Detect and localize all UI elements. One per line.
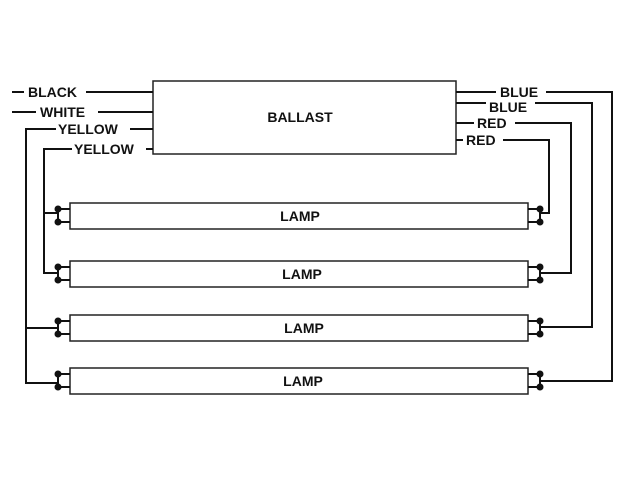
lamp-4: LAMP	[54, 367, 544, 395]
jumper-lamp1-lamp2-left	[43, 213, 58, 274]
lamp-3-label: LAMP	[284, 320, 324, 336]
wire-label-yellow-1: YELLOW	[58, 121, 119, 137]
ballast-box	[152, 80, 457, 155]
lamp-1-label: LAMP	[280, 208, 320, 224]
wire-blue-2	[456, 102, 593, 328]
wire-label-yellow-2: YELLOW	[74, 141, 135, 157]
lamp-2: LAMP	[54, 260, 544, 288]
wire-label-white: WHITE	[40, 104, 85, 120]
wire-blue-1	[456, 91, 613, 382]
lamp-1: LAMP	[54, 202, 544, 230]
lamp-4-label: LAMP	[283, 373, 323, 389]
lamp-3: LAMP	[54, 314, 544, 342]
wire-yellow-1	[25, 128, 153, 384]
wire-label-black: BLACK	[28, 84, 77, 100]
wire-red-1	[456, 122, 572, 274]
wire-label-blue-1: BLUE	[500, 84, 538, 100]
wire-label-red-1: RED	[477, 115, 507, 131]
wire-red-2	[456, 139, 550, 214]
lamp-2-label: LAMP	[282, 266, 322, 282]
wire-label-blue-2: BLUE	[489, 99, 527, 115]
wire-label-red-2: RED	[466, 132, 496, 148]
wire-yellow-2	[43, 148, 153, 214]
ballast-label: BALLAST	[267, 109, 333, 125]
